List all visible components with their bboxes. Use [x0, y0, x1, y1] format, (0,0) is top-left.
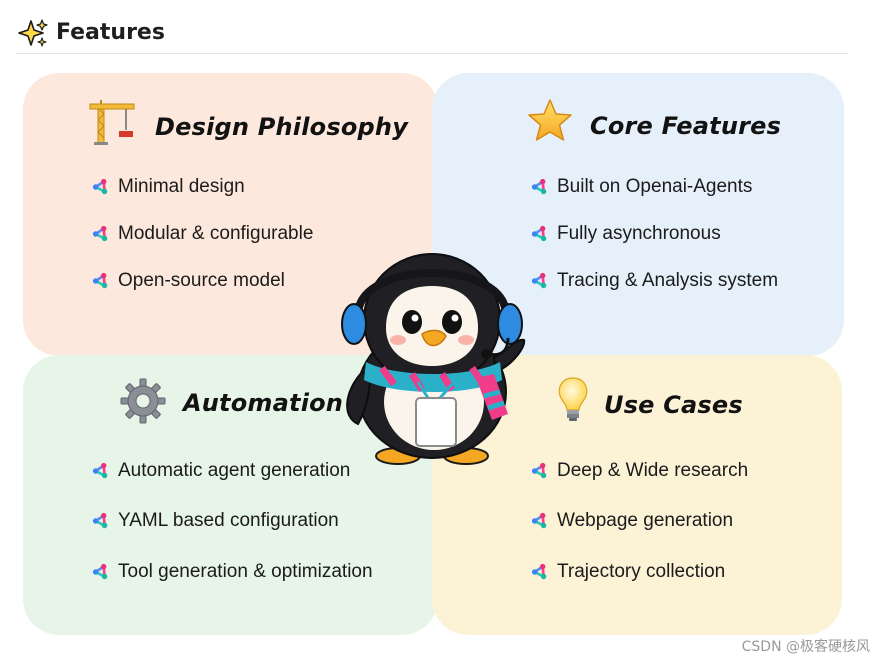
core-features-title: Core Features — [590, 112, 782, 140]
sparkles-icon — [18, 19, 48, 47]
agent-logo-icon — [92, 461, 110, 481]
agent-logo-icon — [92, 511, 110, 531]
agent-logo-icon — [531, 461, 549, 481]
watermark: CSDN @极客硬核风 — [741, 639, 870, 655]
gear-icon — [120, 378, 166, 424]
design-philosophy-title: Design Philosophy — [155, 113, 409, 141]
agent-logo-icon — [531, 224, 549, 244]
agent-logo-icon — [92, 562, 110, 582]
star-icon — [528, 99, 572, 141]
section-title: Features — [56, 20, 165, 45]
agent-logo-icon — [531, 177, 549, 197]
automation-title: Automation — [183, 389, 344, 417]
section-header: Features — [16, 16, 848, 54]
agent-logo-icon — [531, 562, 549, 582]
core-features-panel — [432, 73, 844, 356]
construction-crane-icon — [89, 100, 135, 145]
agent-logo-icon — [92, 271, 110, 291]
use-cases-title: Use Cases — [604, 391, 743, 419]
penguin-mascot-with-headset-icon — [341, 253, 532, 468]
agent-logo-icon — [531, 271, 549, 291]
agent-logo-icon — [92, 177, 110, 197]
agent-logo-icon — [531, 511, 549, 531]
light-bulb-icon — [558, 377, 588, 421]
agent-logo-icon — [92, 224, 110, 244]
